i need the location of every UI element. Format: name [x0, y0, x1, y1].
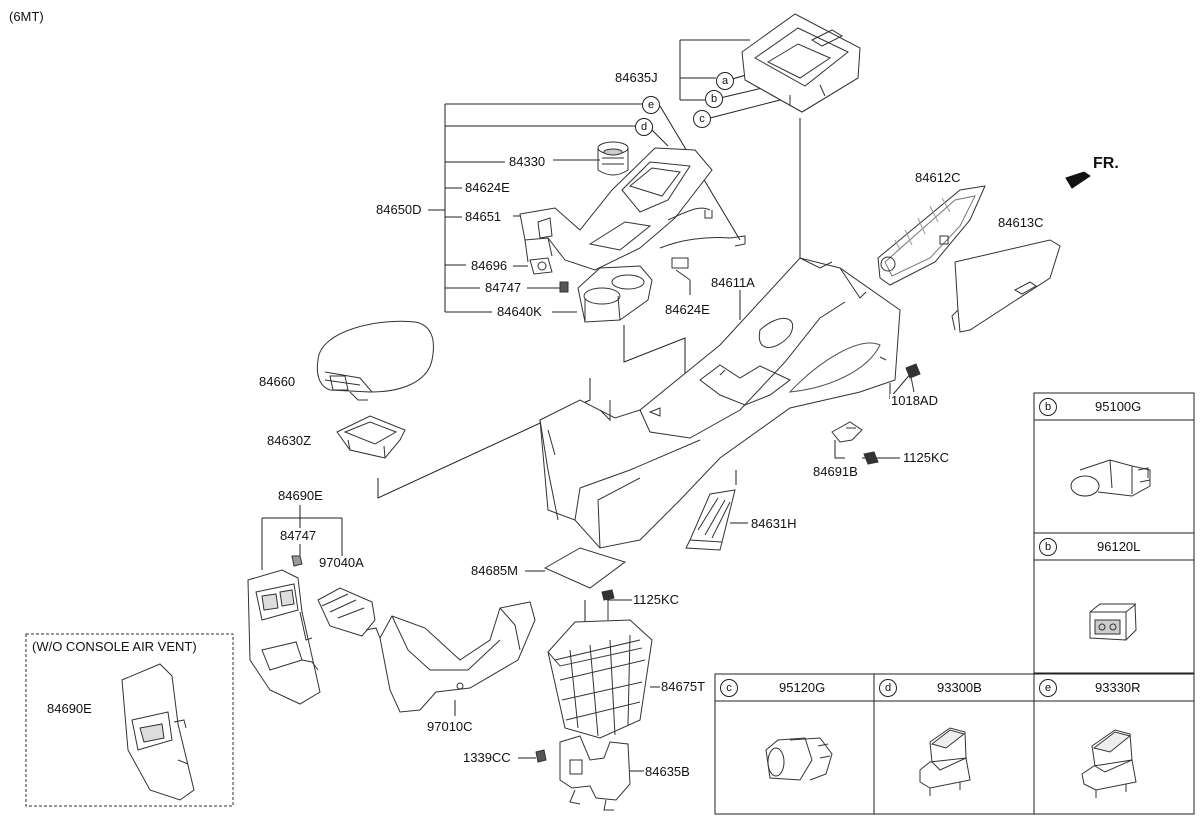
part-label-84330: 84330	[508, 154, 547, 169]
legend-part-96120L	[1089, 603, 1137, 641]
floor-bracket	[685, 489, 736, 551]
part-label-84640K: 84640K	[496, 304, 543, 319]
part-label-84747-lower: 84747	[279, 528, 318, 543]
lower-bracket-right	[831, 421, 879, 465]
part-label-84631H: 84631H	[750, 516, 798, 531]
inset-title: (W/O CONSOLE AIR VENT)	[31, 639, 198, 654]
part-label-84747-upper: 84747	[484, 280, 523, 295]
part-label-84675T: 84675T	[660, 679, 707, 694]
part-label-84624E-upper: 84624E	[464, 180, 511, 195]
part-label-97010C: 97010C	[426, 719, 474, 734]
part-label-1018AD: 1018AD	[890, 393, 939, 408]
screw-center	[601, 589, 615, 620]
armrest	[316, 320, 434, 401]
pad	[543, 547, 627, 589]
small-clips	[529, 257, 569, 293]
legend-1-letter: b	[1039, 538, 1057, 556]
legend-0-letter: b	[1039, 398, 1057, 416]
part-label-84650D: 84650D	[375, 202, 423, 217]
legend-4-part: 93330R	[1094, 680, 1142, 695]
cup-holder	[577, 265, 653, 323]
inset-border	[25, 633, 234, 807]
legend-3-letter: d	[879, 679, 897, 697]
part-label-84630Z: 84630Z	[266, 433, 313, 448]
net-basket	[547, 619, 653, 739]
legend-part-93300B	[919, 727, 971, 796]
front-indicator: FR.	[1093, 155, 1119, 172]
part-label-84611A: 84611A	[710, 275, 756, 290]
legend-part-95120G	[765, 737, 833, 781]
part-label-84660: 84660	[258, 374, 297, 389]
rear-air-vent-panel	[247, 555, 321, 705]
upper-tray-assembly	[741, 13, 861, 113]
legend-table-grid	[714, 392, 1195, 815]
fasteners-right	[905, 171, 1091, 393]
part-label-84613C: 84613C	[997, 215, 1045, 230]
callout-e: e	[642, 96, 660, 114]
part-label-1125KC-right: 1125KC	[902, 450, 951, 465]
part-label-84612C: 84612C	[914, 170, 962, 185]
variant-label: (6MT)	[8, 9, 45, 24]
part-label-84685M: 84685M	[470, 563, 519, 578]
ashtray-cup	[597, 141, 629, 176]
part-label-84691B: 84691B	[812, 464, 859, 479]
legend-part-95100G	[1070, 459, 1151, 497]
callout-d: d	[635, 118, 653, 136]
part-label-1125KC-center: 1125KC	[632, 592, 681, 607]
part-label-84690E: 84690E	[277, 488, 324, 503]
legend-1-part: 96120L	[1096, 539, 1142, 554]
part-label-84635B: 84635B	[644, 764, 691, 779]
shift-panel-cover	[519, 147, 746, 281]
callout-b: b	[705, 90, 723, 108]
legend-2-part: 95120G	[778, 680, 827, 695]
part-label-84624E-lower: 84624E	[664, 302, 711, 317]
vent-duct-small	[317, 587, 381, 639]
inset-panel-drawing	[121, 663, 195, 801]
part-label-84651: 84651	[464, 209, 503, 224]
inset-part-label: 84690E	[46, 701, 93, 716]
part-label-97040A: 97040A	[318, 555, 365, 570]
legend-0-part: 95100G	[1094, 399, 1143, 414]
callout-c: c	[693, 110, 711, 128]
floor-duct	[379, 601, 536, 713]
storage-bin	[336, 415, 406, 459]
side-panels	[877, 185, 1061, 333]
legend-part-93330R	[1081, 729, 1137, 798]
legend-4-letter: e	[1039, 679, 1057, 697]
legend-2-letter: c	[720, 679, 738, 697]
main-console	[539, 257, 901, 549]
lower-bracket	[535, 735, 631, 811]
part-label-84696: 84696	[470, 258, 509, 273]
legend-3-part: 93300B	[936, 680, 983, 695]
part-label-1339CC: 1339CC	[462, 750, 512, 765]
callout-a: a	[716, 72, 734, 90]
part-label-84635J: 84635J	[614, 70, 659, 85]
